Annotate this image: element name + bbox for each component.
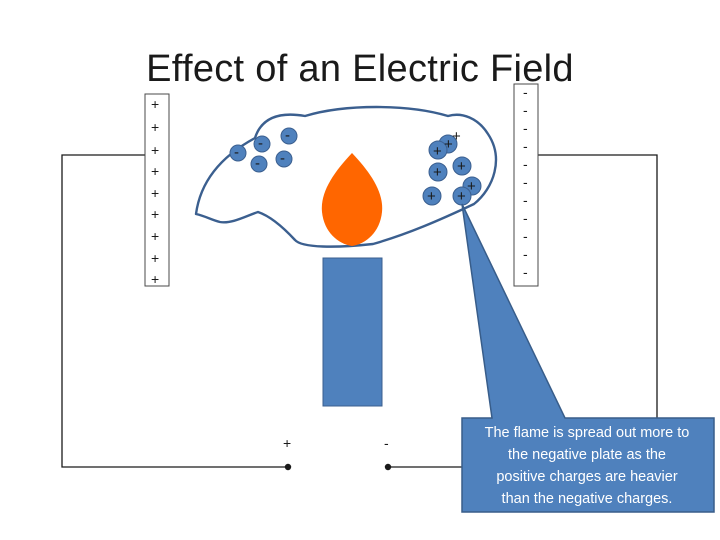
positive-plate-symbol: + <box>151 206 159 222</box>
flame <box>321 153 383 246</box>
callout-text: The flame is spread out more to the nega… <box>462 422 712 510</box>
positive-plate-symbol: + <box>151 228 159 244</box>
positive-plate-symbol: + <box>151 96 159 112</box>
callout-line: the negative plate as the <box>507 447 666 463</box>
negative-plate-symbols: - - - - - - - - - - - <box>523 84 528 280</box>
negative-plate-symbol: - <box>523 138 528 154</box>
negative-terminal-dot <box>384 463 392 471</box>
positive-charge-circle <box>428 140 448 160</box>
negative-charge-sign: - <box>285 127 290 144</box>
negative-plate-symbol: - <box>523 210 528 226</box>
negative-charge-sign: - <box>255 155 260 172</box>
positive-charge-sign: + <box>433 143 442 160</box>
callout-line: The flame is spread out more to <box>484 425 690 441</box>
positive-plate <box>144 93 170 287</box>
positive-plate-symbol: + <box>151 250 159 266</box>
positive-charge-sign: + <box>457 158 466 175</box>
positive-plate-symbol: + <box>151 163 159 179</box>
positive-charge-circle <box>428 162 448 182</box>
positive-charge-circle <box>422 186 442 206</box>
flame-spread-outline <box>194 105 498 248</box>
positive-charge-sign: + <box>467 178 476 195</box>
negative-plate-symbol: - <box>523 246 528 262</box>
negative-plate-symbol: - <box>523 192 528 208</box>
positive-charge-sign: + <box>427 188 436 205</box>
page-title: Effect of an Electric Field <box>146 48 574 90</box>
flame-negative-charges: - - - - - <box>229 127 298 173</box>
left-wire <box>61 154 288 468</box>
positive-charge-sign: + <box>433 164 442 181</box>
circuit-wires <box>61 154 658 468</box>
positive-charge-sign: + <box>444 136 453 153</box>
negative-plate-symbol: - <box>523 102 528 118</box>
positive-plate-symbol: + <box>151 142 159 158</box>
negative-charge-circle <box>280 127 298 145</box>
negative-charge-circle <box>275 150 293 168</box>
negative-plate-symbol: - <box>523 228 528 244</box>
callout-line: positive charges are heavier <box>496 469 678 485</box>
positive-plate-symbol: + <box>151 185 159 201</box>
negative-plate-symbol: - <box>523 84 528 100</box>
positive-plate-symbols: + + + + + + + + + <box>151 96 159 287</box>
candle <box>322 257 383 407</box>
positive-plate-symbol: + <box>151 119 159 135</box>
positive-terminal-dot <box>284 463 292 471</box>
negative-charge-sign: - <box>234 144 239 161</box>
callout-box <box>461 203 715 513</box>
negative-plate <box>513 83 539 287</box>
negative-plate-symbol: - <box>523 174 528 190</box>
negative-plate-symbol: - <box>523 264 528 280</box>
negative-charge-circle <box>250 155 268 173</box>
negative-charge-sign: - <box>258 135 263 152</box>
negative-charge-sign: - <box>280 150 285 167</box>
positive-charge-sign: + <box>457 188 466 205</box>
negative-charge-circle <box>229 144 247 162</box>
positive-plate-symbol: + <box>151 271 159 287</box>
right-wire <box>538 154 658 418</box>
callout-line: than the negative charges. <box>501 491 673 507</box>
negative-terminal-label: - <box>384 435 389 451</box>
negative-plate-symbol: - <box>523 156 528 172</box>
positive-charge-circle <box>452 156 472 176</box>
positive-charge-sign: + <box>452 128 461 145</box>
flame-positive-charges: + + + + + + + + <box>422 128 482 206</box>
negative-charge-circle <box>253 135 271 153</box>
negative-plate-symbol: - <box>523 120 528 136</box>
positive-terminal-label: + <box>283 435 291 451</box>
